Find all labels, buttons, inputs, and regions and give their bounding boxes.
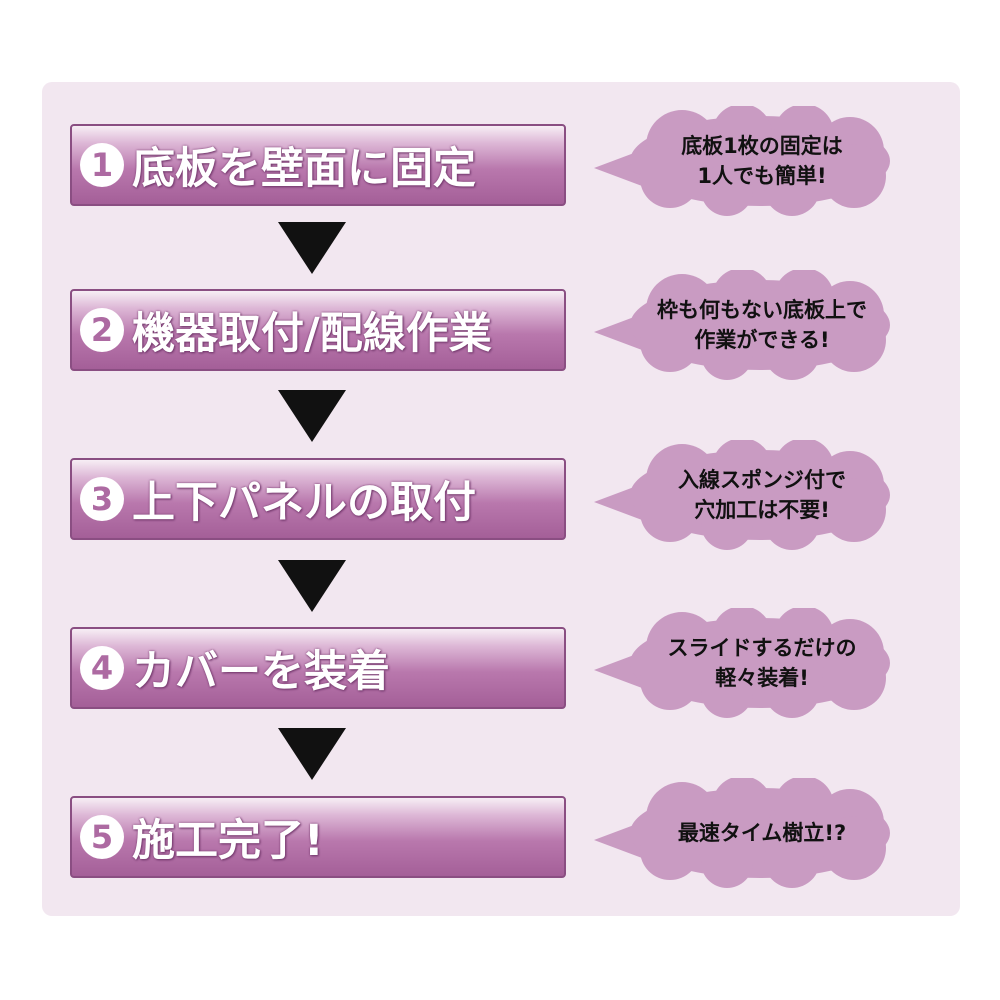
note-4-line-1: スライドするだけの <box>667 636 857 660</box>
note-5-line-1: 最速タイム樹立!? <box>677 821 847 845</box>
cloud-bubble-icon <box>594 270 890 380</box>
step-3-banner: 3 上下パネルの取付 <box>70 458 566 540</box>
note-bubble-4: スライドするだけの 軽々装着! <box>592 608 906 718</box>
step-4-label: カバーを装着 <box>132 647 390 697</box>
note-bubble-1: 底板1枚の固定は 1人でも簡単! <box>592 106 906 216</box>
step-2-number: 2 <box>80 308 124 352</box>
note-1-line-1: 底板1枚の固定は <box>681 134 843 158</box>
down-arrow-icon <box>278 390 346 442</box>
step-4-number: 4 <box>80 646 124 690</box>
down-arrow-icon <box>278 560 346 612</box>
cloud-bubble-icon <box>594 778 890 888</box>
note-bubble-5: 最速タイム樹立!? <box>592 778 906 888</box>
note-2-line-2: 作業ができる! <box>694 328 830 352</box>
step-1-banner: 1 底板を壁面に固定 <box>70 124 566 206</box>
cloud-bubble-icon <box>594 440 890 550</box>
step-5-number: 5 <box>80 815 124 859</box>
step-1-label: 底板を壁面に固定 <box>132 144 476 194</box>
step-5-label: 施工完了! <box>132 816 324 866</box>
step-3-number: 3 <box>80 477 124 521</box>
down-arrow-icon <box>278 222 346 274</box>
note-bubble-2: 枠も何もない底板上で 作業ができる! <box>592 270 906 380</box>
step-1-number: 1 <box>80 143 124 187</box>
step-3-label: 上下パネルの取付 <box>132 478 476 528</box>
step-2-banner: 2 機器取付/配線作業 <box>70 289 566 371</box>
step-2-label: 機器取付/配線作業 <box>132 309 492 359</box>
note-2-line-1: 枠も何もない底板上で <box>657 298 867 322</box>
note-4-line-2: 軽々装着! <box>715 666 809 690</box>
cloud-bubble-icon <box>594 608 890 718</box>
step-5-banner: 5 施工完了! <box>70 796 566 878</box>
note-3-line-2: 穴加工は不要! <box>694 498 830 522</box>
cloud-bubble-icon <box>594 106 890 216</box>
note-3-line-1: 入線スポンジ付で <box>678 468 846 492</box>
down-arrow-icon <box>278 728 346 780</box>
step-4-banner: 4 カバーを装着 <box>70 627 566 709</box>
note-bubble-3: 入線スポンジ付で 穴加工は不要! <box>592 440 906 550</box>
note-1-line-2: 1人でも簡単! <box>697 164 827 188</box>
